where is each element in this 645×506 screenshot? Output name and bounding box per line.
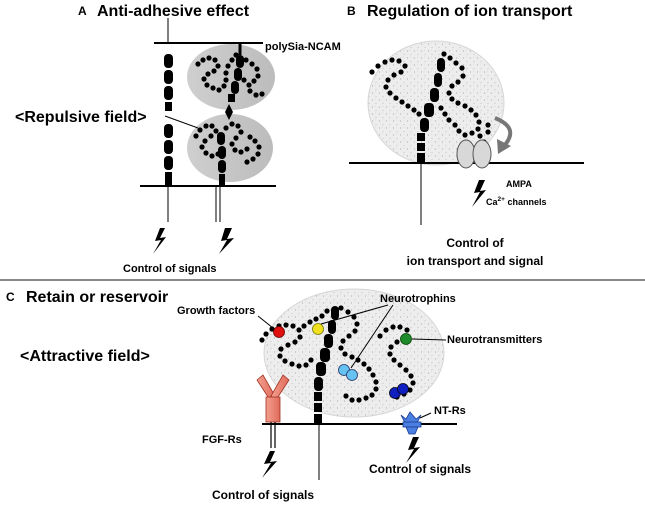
panel-b-title: Regulation of ion transport <box>367 3 573 20</box>
panel-c: C Retain or reservoir <box>6 288 542 502</box>
ncam-stack-left-top <box>164 54 173 111</box>
polysia-chain-lower <box>193 121 262 165</box>
panel-c-title: Retain or reservoir <box>26 289 168 306</box>
ncam-stack-right-bottom <box>217 132 226 186</box>
pointer-line <box>257 315 274 329</box>
field-pointer-line <box>164 115 199 129</box>
ncam-stack-right-top <box>228 43 244 102</box>
growth-factors-label: Growth factors <box>177 305 255 317</box>
polysia-chain-upper <box>195 52 265 98</box>
panel-b-signal-line-2: ion transport and signal <box>407 254 544 268</box>
growth-factor-bead <box>273 326 285 338</box>
ncam-stack-left-bottom <box>164 124 173 185</box>
nt-receptor-icon <box>400 411 422 435</box>
panel-c-signal-left: Control of signals <box>212 488 314 502</box>
repulsive-field-label: <Repulsive field> <box>15 109 147 126</box>
lightning-bolt-icon <box>262 451 277 478</box>
panel-a: A Anti-adhesive effect <box>15 3 341 275</box>
panel-a-signal-label: Control of signals <box>123 263 217 275</box>
panel-a-letter: A <box>78 4 87 18</box>
neurotransmitters-label: Neurotransmitters <box>447 334 542 346</box>
ncam-stack <box>417 58 445 163</box>
neurotrophins-label: Neurotrophins <box>380 293 456 305</box>
nt-rs-label: NT-Rs <box>434 405 466 417</box>
curved-arrow-icon <box>494 116 513 154</box>
ampa-label: AMPA <box>506 179 532 189</box>
panel-c-letter: C <box>6 290 15 304</box>
panel-b: B Regulation of ion transport <box>347 3 584 268</box>
lightning-bolt-icon <box>406 437 420 463</box>
fgf-receptor-icon <box>256 374 290 448</box>
polysia-cloud-lower <box>187 114 273 182</box>
speckled-cloud <box>263 288 445 418</box>
repulsion-arrow-icon <box>225 104 233 120</box>
panel-c-signal-right: Control of signals <box>369 462 471 476</box>
fgf-rs-label: FGF-Rs <box>202 434 242 446</box>
neurotrophin-bead <box>312 323 324 335</box>
neurotransmitter-bead <box>400 333 412 345</box>
polysia-chain <box>369 51 491 145</box>
neurotrophin-pair <box>338 364 358 381</box>
pointer-line <box>350 304 394 369</box>
panel-a-title: Anti-adhesive effect <box>97 3 250 20</box>
pointer-line <box>419 412 432 419</box>
lightning-bolt-icon <box>153 228 166 254</box>
lightning-bolt-icon <box>219 228 234 254</box>
attractive-field-label: <Attractive field> <box>20 348 150 365</box>
polysia-ncam-label: polySia-NCAM <box>265 41 341 53</box>
dark-blue-pair <box>389 383 409 399</box>
ncam-stack <box>314 306 339 424</box>
pointer-line <box>320 304 389 325</box>
panel-b-signal-line-1: Control of <box>446 236 504 250</box>
ion-channel-icon <box>456 139 492 169</box>
ca-channels-label: Ca2+ channels <box>486 196 546 207</box>
lightning-bolt-icon <box>472 180 486 207</box>
pointer-line <box>411 338 447 341</box>
panel-b-letter: B <box>347 4 356 18</box>
